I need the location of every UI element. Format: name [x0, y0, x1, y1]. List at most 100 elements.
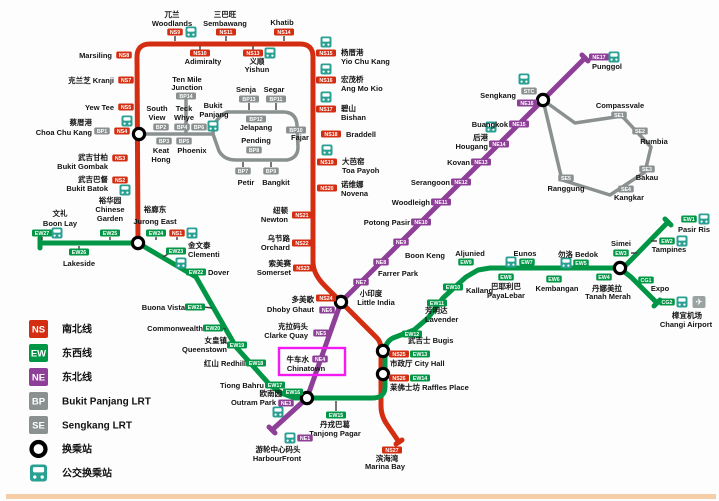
svg-text:EW9: EW9 — [460, 260, 472, 266]
svg-text:NS11: NS11 — [220, 30, 233, 36]
legend-label: 换乘站 — [62, 443, 92, 456]
station-code-badge-bp7: BP7 — [235, 167, 251, 175]
station-code-badge-ns20: NS20 — [317, 184, 337, 192]
svg-text:NE4: NE4 — [315, 357, 325, 363]
svg-text:CG2: CG2 — [662, 300, 673, 306]
station-code-badge-ne17: NE17 — [589, 53, 609, 61]
station-code-badge-ns4: NS4 — [114, 127, 130, 135]
station-label: Bangkit — [262, 178, 290, 187]
svg-text:NS18: NS18 — [324, 132, 337, 138]
station-code-badge-ne15: NE15 — [509, 120, 529, 128]
svg-text:EW23: EW23 — [169, 249, 183, 255]
station-code-badge-ne12: NE12 — [451, 178, 471, 186]
legend-label: 东北线 — [62, 371, 92, 384]
svg-text:SE1: SE1 — [614, 113, 624, 119]
station-label: 义顺 — [249, 56, 265, 66]
station-label: Teck — [176, 104, 193, 113]
svg-text:NE10: NE10 — [414, 220, 427, 226]
station-label: Commonwealth — [147, 324, 203, 333]
bus-transfer-icon — [485, 121, 497, 133]
svg-text:SE2: SE2 — [635, 129, 645, 135]
station-label: Tanjong Pagar — [309, 429, 361, 438]
station-code-badge-ew19: EW19 — [227, 341, 247, 349]
svg-text:EW20: EW20 — [206, 326, 220, 332]
station-code-badge-ew7: EW7 — [519, 258, 535, 266]
station-label: 金文泰 — [187, 240, 211, 250]
station-code-badge-bp6: BP6 — [191, 123, 207, 131]
station-label: Jurong East — [133, 217, 177, 226]
svg-text:EW21: EW21 — [188, 305, 202, 311]
svg-text:EW16: EW16 — [286, 390, 300, 396]
station-label: Junction — [171, 83, 203, 92]
svg-text:BP7: BP7 — [238, 169, 248, 175]
svg-text:SE3: SE3 — [642, 167, 652, 173]
svg-text:NE11: NE11 — [435, 200, 448, 206]
station-code-badge-ns24: NS24 — [316, 294, 336, 302]
station-code-badge-ns14: NS14 — [274, 28, 294, 36]
bus-transfer-icon — [51, 227, 63, 239]
station-code-badge-bp5: BP5 — [176, 137, 192, 145]
station-code-badge-ns7: NS7 — [118, 76, 134, 84]
bus-transfer-icon — [119, 184, 131, 196]
station-code-badge-se4: SE4 — [618, 185, 634, 193]
station-label: Punggol — [592, 62, 622, 71]
station-label: 索美赛 — [269, 258, 292, 268]
svg-text:CG1: CG1 — [641, 278, 652, 284]
station-label: Adimiralty — [185, 57, 223, 66]
station-code-badge-bp10: BP10 — [286, 126, 306, 134]
station-label: Serangoon — [411, 178, 451, 187]
svg-text:EW14: EW14 — [413, 376, 427, 382]
chinatown-highlight-box — [277, 346, 347, 377]
station-label: 文礼 — [53, 208, 68, 218]
station-code-badge-ns16: NS16 — [316, 76, 336, 84]
svg-text:BP3: BP3 — [159, 139, 169, 145]
station-code-badge-bp8: BP8 — [246, 146, 262, 154]
station-label: Clementi — [188, 250, 220, 259]
legend-label: 公交换乘站 — [62, 467, 112, 480]
station-label: Somerset — [257, 268, 292, 277]
station-label: Bukit — [204, 101, 223, 110]
station-label: Eunos — [514, 249, 537, 258]
station-code-badge-ns9: NS9 — [167, 28, 183, 36]
station-code-badge-ns19: NS19 — [317, 158, 337, 166]
svg-text:NS15: NS15 — [319, 51, 332, 57]
station-label: Sengkang — [480, 91, 516, 100]
station-label: Toa Payoh — [342, 166, 380, 175]
station-code-badge-bp3: BP3 — [156, 137, 172, 145]
interchange-icon — [29, 439, 48, 459]
station-label: 游轮中心码头 — [256, 444, 301, 454]
station-label: Dhoby Ghaut — [267, 305, 315, 314]
station-label: 武吉士 Bugis — [408, 335, 453, 345]
interchange-circle — [535, 92, 551, 108]
station-label: Tampines — [652, 245, 686, 254]
station-label: Tiong Bahru — [220, 381, 264, 390]
svg-text:SE4: SE4 — [621, 187, 631, 193]
station-code-badge-ew6: EW6 — [546, 275, 562, 283]
station-aljunied: EW9 Aljunied — [455, 249, 485, 266]
svg-text:NE3: NE3 — [281, 401, 291, 407]
station-label: Aljunied — [455, 249, 485, 258]
svg-text:EW4: EW4 — [598, 275, 610, 281]
bus-transfer-icon — [272, 406, 284, 418]
station-label: 裕华园 — [98, 195, 122, 205]
svg-text:BP6: BP6 — [194, 125, 204, 131]
station-code-badge-ew23: EW23 — [166, 247, 186, 255]
